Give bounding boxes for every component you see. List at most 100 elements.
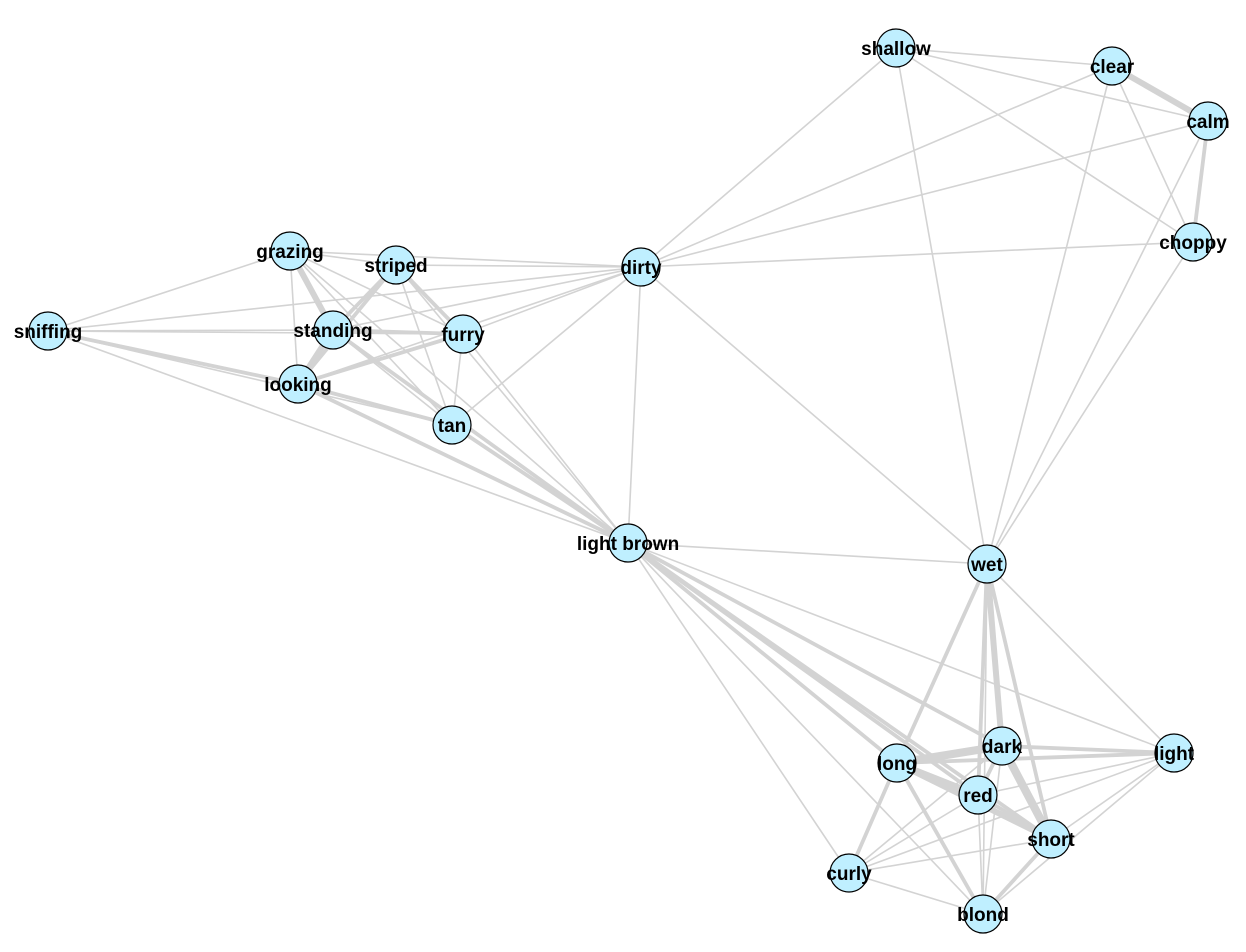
- edge-furry-light-brown: [462, 333, 629, 544]
- node-circle-looking: [278, 364, 318, 404]
- node-circle-grazing: [270, 231, 310, 271]
- edge-wet-short: [985, 562, 1053, 841]
- node-circle-red: [958, 775, 998, 815]
- node-circle-standing: [313, 310, 353, 350]
- edge-grazing-sniffing: [47, 250, 291, 332]
- edge-calm-choppy: [1191, 119, 1210, 244]
- edge-red-light: [977, 752, 1175, 796]
- node-label-clear: clear: [1090, 57, 1135, 78]
- node-sniffing: sniffing: [14, 311, 83, 351]
- edge-striped-light-brown: [395, 264, 629, 544]
- edge-light-brown-long: [626, 541, 899, 765]
- node-circle-clear: [1092, 46, 1132, 86]
- node-label-dirty: dirty: [620, 258, 662, 279]
- edge-long-blond: [895, 761, 985, 916]
- node-circle-calm: [1188, 101, 1228, 141]
- edge-choppy-dirty: [640, 241, 1194, 268]
- edge-red-blond: [977, 794, 984, 915]
- node-striped: striped: [364, 245, 428, 285]
- node-circle-choppy: [1173, 222, 1213, 262]
- node-standing: standing: [293, 310, 373, 350]
- node-blond: blond: [957, 894, 1009, 934]
- node-furry: furry: [441, 314, 485, 354]
- node-circle-light-brown: [608, 523, 648, 563]
- edge-calm-dirty: [640, 120, 1209, 268]
- edge-sniffing-light-brown: [47, 330, 629, 544]
- edge-clear-choppy: [1111, 65, 1194, 243]
- edge-light-brown-dark: [626, 541, 1004, 748]
- node-choppy: choppy: [1159, 222, 1227, 262]
- edge-shallow-clear: [895, 47, 1113, 67]
- node-label-long: long: [877, 754, 917, 775]
- edge-light-blond: [982, 752, 1175, 915]
- node-tan: tan: [432, 405, 472, 445]
- edge-long-curly: [847, 761, 899, 875]
- node-circle-sniffing: [28, 311, 68, 351]
- node-circle-wet: [967, 544, 1007, 584]
- edge-dirty-standing: [332, 266, 642, 331]
- edge-light-curly: [848, 752, 1175, 874]
- edge-dark-light: [1000, 744, 1176, 755]
- node-dirty: dirty: [620, 247, 662, 287]
- node-light-brown: light brown: [577, 523, 679, 563]
- node-red: red: [958, 775, 998, 815]
- edge-sniffing-looking: [46, 329, 300, 386]
- node-circle-tan: [432, 405, 472, 445]
- node-short: short: [1027, 819, 1075, 859]
- edge-dirty-grazing: [289, 250, 642, 268]
- edge-dirty-wet: [640, 266, 988, 565]
- node-looking: looking: [264, 364, 332, 404]
- edge-wet-light: [986, 563, 1175, 754]
- node-shallow: shallow: [861, 28, 931, 68]
- node-label-wet: wet: [970, 555, 1003, 576]
- node-circle-long: [877, 743, 917, 783]
- node-long: long: [877, 743, 917, 783]
- node-label-light-brown: light brown: [577, 534, 679, 555]
- edge-furry-looking: [296, 332, 465, 386]
- edge-light-brown-light: [627, 542, 1175, 754]
- edge-clear-wet: [986, 65, 1113, 565]
- node-label-shallow: shallow: [861, 39, 931, 60]
- node-circle-furry: [443, 314, 483, 354]
- node-label-furry: furry: [441, 325, 485, 346]
- edge-dark-curly: [848, 745, 1003, 874]
- edge-light-brown-wet: [627, 542, 988, 565]
- edge-looking-light-brown: [296, 382, 630, 545]
- edge-dirty-light-brown: [627, 266, 642, 544]
- edge-light-brown-curly: [627, 542, 850, 874]
- node-label-grazing: grazing: [256, 242, 324, 263]
- node-label-calm: calm: [1186, 112, 1229, 133]
- edge-calm-wet: [986, 120, 1209, 565]
- edge-short-light: [1050, 752, 1175, 840]
- node-label-light: light: [1154, 744, 1195, 765]
- node-circle-short: [1031, 819, 1071, 859]
- node-label-sniffing: sniffing: [14, 322, 83, 343]
- edge-dirty-furry: [462, 266, 642, 335]
- node-circle-light: [1154, 733, 1194, 773]
- node-circle-shallow: [876, 28, 916, 68]
- edge-red-curly: [848, 794, 979, 874]
- edge-long-light: [895, 751, 1176, 765]
- node-curly: curly: [826, 853, 872, 893]
- node-label-dark: dark: [982, 737, 1023, 758]
- node-circle-dark: [982, 726, 1022, 766]
- edge-grazing-light-brown: [289, 250, 629, 544]
- node-label-choppy: choppy: [1159, 233, 1227, 254]
- edge-dark-blond: [982, 745, 1003, 915]
- edges-layer: [46, 47, 1211, 916]
- node-grazing: grazing: [256, 231, 324, 271]
- edge-choppy-wet: [986, 241, 1194, 565]
- edge-shallow-calm: [895, 47, 1209, 122]
- node-clear: clear: [1090, 46, 1135, 86]
- node-calm: calm: [1186, 101, 1230, 141]
- edge-wet-red: [976, 562, 989, 797]
- edge-standing-furry: [331, 328, 465, 336]
- node-light: light: [1154, 733, 1195, 773]
- edge-grazing-looking: [289, 250, 299, 385]
- edge-looking-tan: [296, 382, 454, 427]
- edge-tan-light-brown: [450, 423, 630, 545]
- edge-curly-blond: [848, 872, 984, 915]
- edge-clear-dirty: [640, 65, 1113, 268]
- node-wet: wet: [967, 544, 1007, 584]
- edge-short-curly: [848, 838, 1052, 874]
